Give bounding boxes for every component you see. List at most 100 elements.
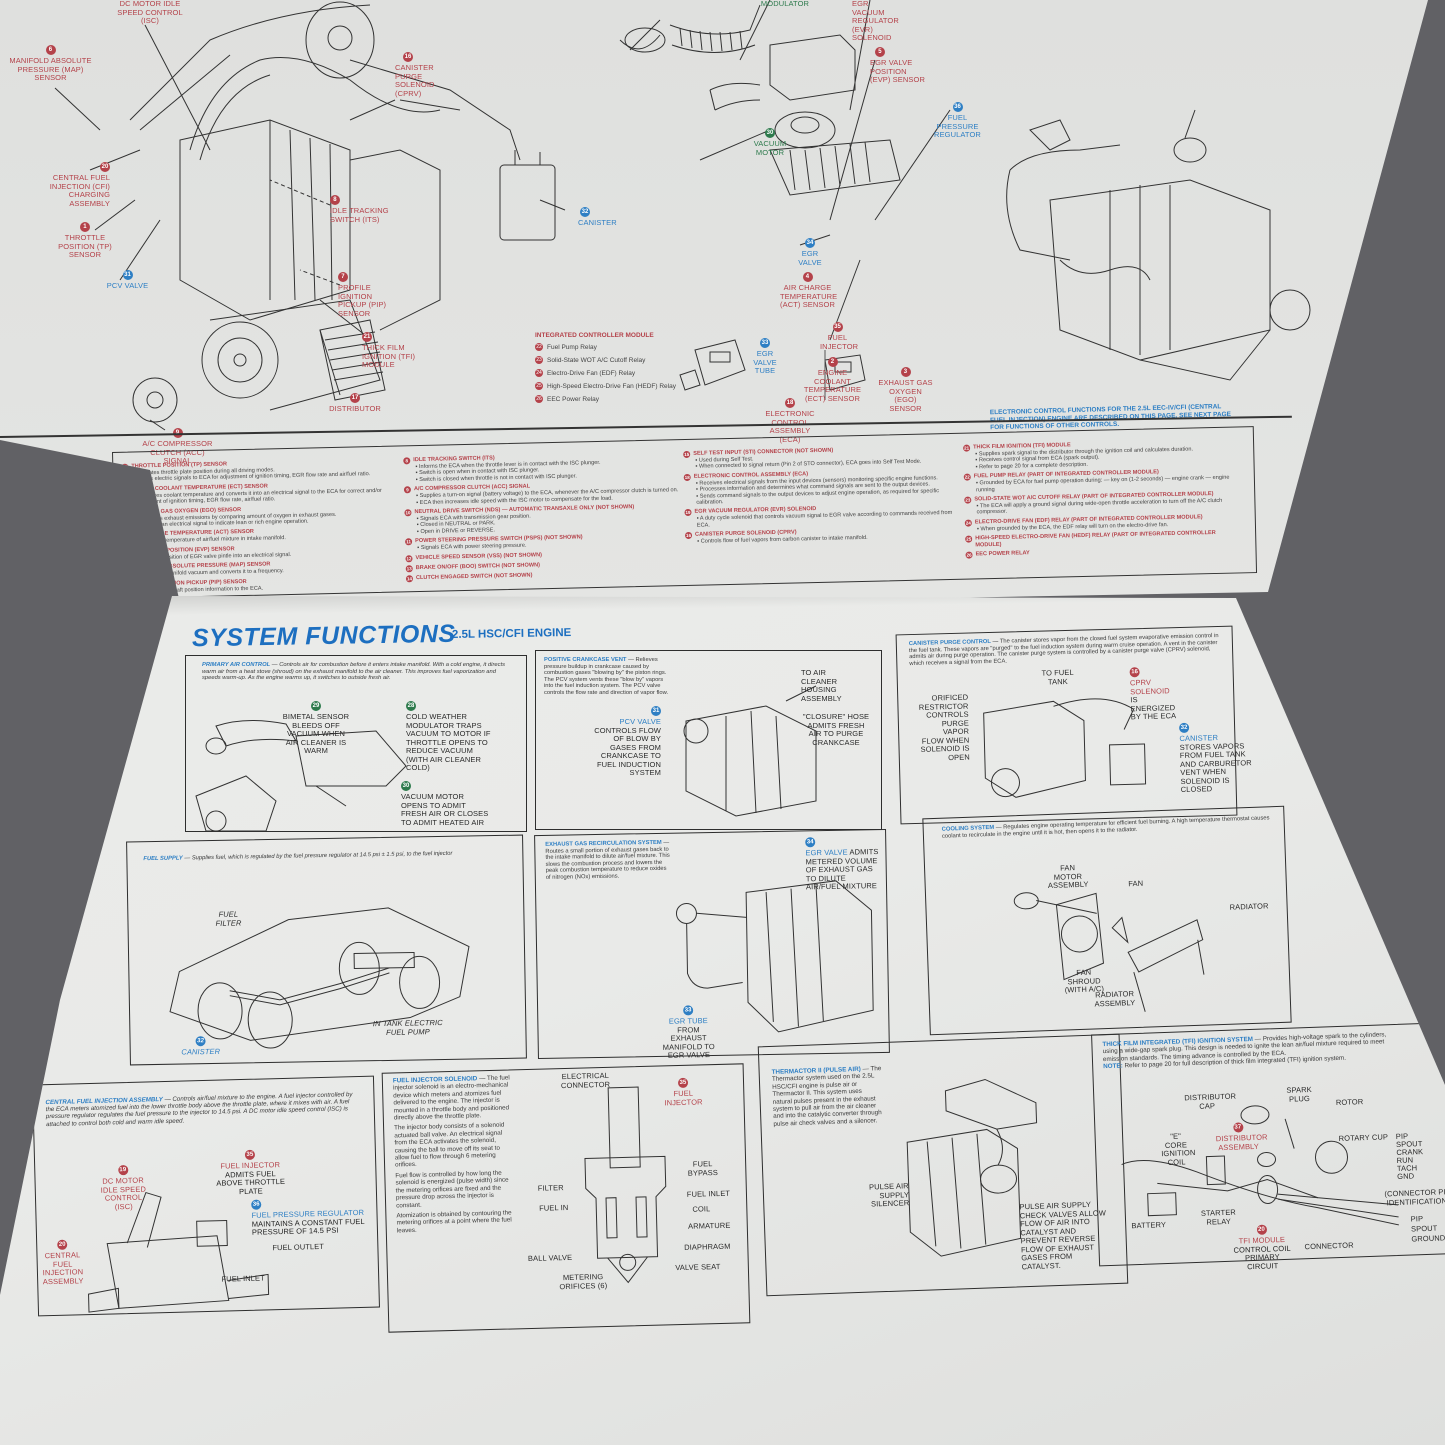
pcv-engine-illustration — [683, 685, 817, 817]
callout-number: 36 — [952, 102, 963, 112]
legend-number: 24 — [535, 369, 543, 377]
callout-label: EGR VALVE TUBE — [753, 349, 777, 375]
label-cprv-description: IS ENERGIZED BY THE ECA — [1130, 695, 1177, 722]
callout-label: MANIFOLD ABSOLUTE PRESSURE (MAP) SENSOR — [9, 56, 92, 82]
panel-body: — The canister stores vapor from the clo… — [908, 632, 1219, 667]
label-fan: FAN — [1128, 878, 1144, 889]
callout-number: 18 — [785, 398, 795, 408]
callout-number: 30 — [765, 128, 775, 138]
panel-body: Fuel flow is controlled by how long the … — [395, 1169, 509, 1209]
label-connector: CONNECTOR — [1304, 1240, 1354, 1252]
label-ball-valve: BALL VALVE — [527, 1252, 573, 1264]
callout-label: MODULATOR — [760, 0, 810, 8]
callout-number: 7 — [338, 272, 348, 282]
function-number: 3 — [122, 509, 130, 517]
callout-label: CANISTER — [578, 218, 617, 227]
panel-positive-crankcase-vent: POSITIVE CRANKCASE VENT — Relieves press… — [535, 650, 882, 830]
callout-number: 32 — [580, 207, 590, 217]
function-number: 14 — [405, 574, 414, 583]
function-title: EEC POWER RELAY — [975, 550, 1030, 558]
canister-purge-illustration — [983, 698, 1147, 798]
label-e-core-coil: "E" CORE IGNITION COIL — [1161, 1131, 1196, 1167]
callout-number: 32 — [1178, 722, 1190, 734]
label-distributor-assembly: DISTRIBUTOR ASSEMBLY — [1215, 1132, 1268, 1152]
label-vacuum-motor: VACUUM MOTOR OPENS TO ADMIT FRESH AIR OR… — [401, 792, 489, 827]
legend-label: High-Speed Electro-Drive Fan (HEDF) Rela… — [547, 382, 676, 390]
legend-label: EEC Power Relay — [547, 395, 600, 403]
label-rotary-cup: ROTARY CUP — [1338, 1132, 1389, 1143]
primary-air-illustration — [195, 719, 407, 832]
panel-body: — Supplies fuel, which is regulated by t… — [182, 850, 453, 862]
function-number: 5 — [123, 548, 131, 556]
pin-list-bottom: PIP SPOUT GROUND — [1411, 1213, 1445, 1245]
page-title: SYSTEM FUNCTIONS — [191, 619, 456, 653]
callout-number: 20 — [57, 1239, 68, 1250]
legend-number: 23 — [535, 356, 543, 364]
label-rotor: ROTOR — [1335, 1097, 1364, 1108]
label-canister-description: STORES VAPORS FROM FUEL TANK AND CARBURE… — [1179, 740, 1252, 795]
label-fan-motor-assembly: FAN MOTOR ASSEMBLY — [1047, 863, 1089, 891]
thermactor-engine-illustration — [906, 1078, 1038, 1257]
panel-cooling-system: COOLING SYSTEM — Regulates engine operat… — [922, 805, 1292, 1036]
callout-number: 16 — [403, 52, 413, 62]
label-to-air-cleaner: TO AIR CLEANER HOUSING ASSEMBLY — [801, 668, 842, 703]
label-spark-plug: SPARK PLUG — [1286, 1084, 1312, 1104]
callout-number: 31 — [651, 706, 661, 716]
label-fuel-injector: FUEL INJECTOR — [664, 1088, 703, 1107]
panel-heading: POSITIVE CRANKCASE VENT — [544, 657, 627, 663]
label-starter-relay: STARTER RELAY — [1200, 1207, 1237, 1227]
panel-body: — Relieves pressure buildup in crankcase… — [544, 657, 669, 696]
legend-item: 25 High-Speed Electro-Drive Fan (HEDF) Re… — [535, 382, 685, 390]
label-pcv-valve: PCV VALVE — [619, 717, 661, 726]
function-number: 18 — [683, 473, 691, 481]
function-number: 12 — [405, 554, 413, 563]
callout-number: 31 — [122, 270, 133, 280]
callout-label: CANISTER PURGE SOLENOID (CPRV) — [395, 63, 435, 98]
callout-number: 3 — [900, 367, 911, 377]
panel-exhaust-gas-recirculation: EXHAUST GAS RECIRCULATION SYSTEM — Route… — [534, 828, 890, 1060]
tfi-wiring-illustration — [1121, 1105, 1400, 1226]
callout-number: 35 — [677, 1077, 689, 1089]
label-diaphragm: DIAPHRAGM — [684, 1241, 731, 1252]
label-dc-motor-isc: DC MOTOR IDLE SPEED CONTROL (ISC) — [100, 1175, 146, 1211]
callout-number: 35 — [244, 1149, 256, 1160]
callout-leader-lines — [54, 0, 951, 431]
label-in-tank-fuel-pump: IN TANK ELECTRIC FUEL PUMP — [372, 1017, 443, 1037]
callout-label: EXHAUST GAS OXYGEN (EGO) SENSOR — [878, 378, 933, 413]
function-number: 4 — [122, 532, 130, 540]
legend-number: 25 — [535, 382, 543, 390]
callout-number: 29 — [311, 701, 321, 711]
label-distributor-cap: DISTRIBUTOR CAP — [1184, 1091, 1237, 1111]
air-cleaner-illustration — [619, 4, 901, 196]
callout-number: 1 — [80, 222, 90, 232]
label-fuel-inlet: FUEL INLET — [221, 1273, 265, 1284]
callout-label: A/C COMPRESSOR CLUTCH (ACC) SIGNAL — [142, 439, 213, 465]
egr-engine-illustration — [675, 880, 874, 1033]
label-electrical-connector: ELECTRICAL CONNECTOR — [560, 1070, 611, 1090]
label-pcv-description: CONTROLS FLOW OF BLOW BY GASES FROM CRAN… — [594, 725, 661, 777]
panel-fuel-supply: FUEL SUPPLY — Supplies fuel, which is re… — [126, 834, 527, 1066]
callout-label: EGR VALVE POSITION (EVP) SENSOR — [870, 58, 925, 84]
callout-number: 37 — [1232, 1122, 1244, 1133]
callout-label: PROFILE IGNITION PICKUP (PIP) SENSOR — [338, 283, 387, 318]
label-fuel-injector-description: ADMITS FUEL ABOVE THROTTLE PLATE — [216, 1168, 286, 1196]
callout-label: EGR VACUUM REGULATOR (EVR) SOLENOID — [852, 0, 899, 42]
label-fuel-filter: FUEL FILTER — [215, 909, 242, 928]
callout-number: 32 — [195, 1036, 206, 1047]
callout-label: PCV VALVE — [106, 281, 149, 290]
fuel-injector-cutaway-illustration — [584, 1086, 667, 1284]
